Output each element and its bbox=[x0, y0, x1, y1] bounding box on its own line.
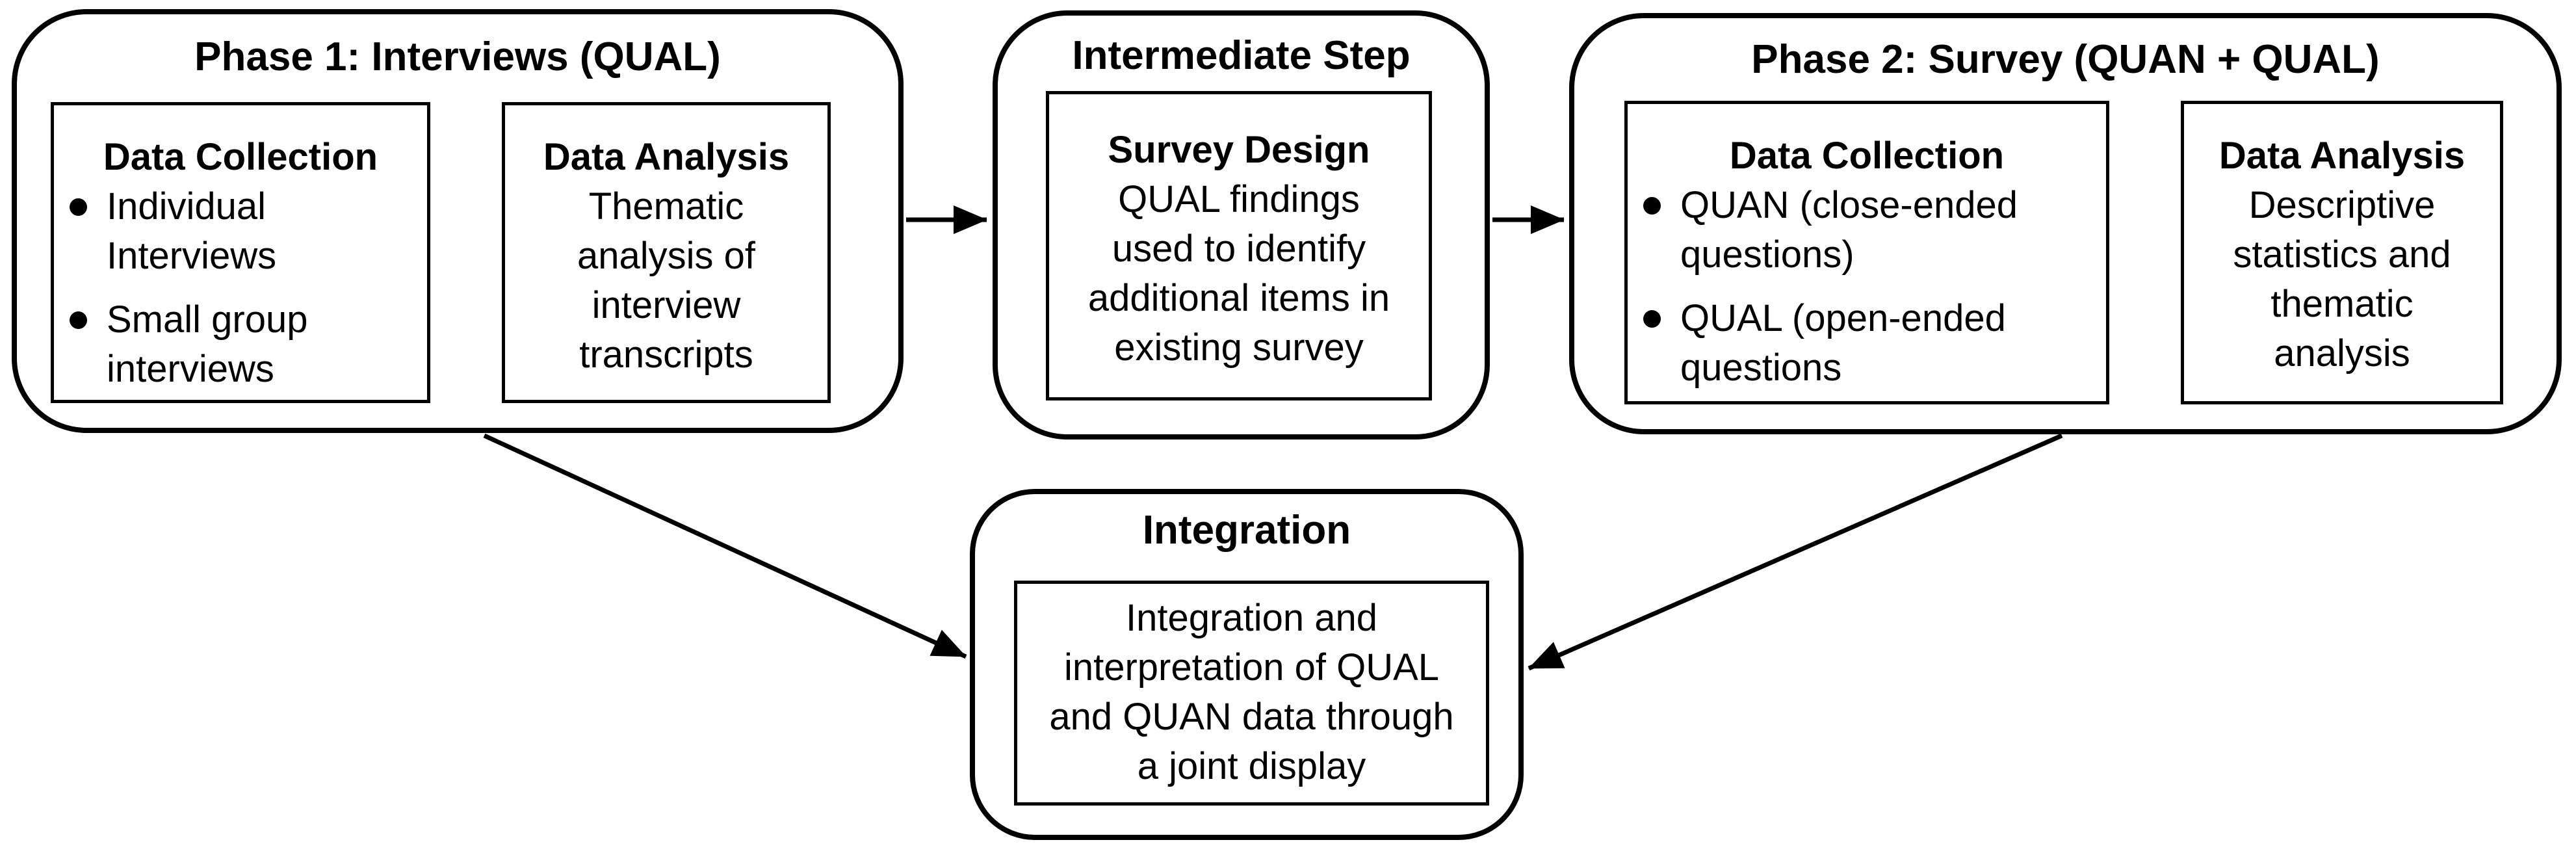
text-line: transcripts bbox=[579, 334, 753, 376]
phase2-data-collection-list: QUAN (close-ended questions) QUAL (open-e… bbox=[1628, 181, 2106, 393]
phase1-data-analysis-text: Thematic analysis of interview transcripts bbox=[505, 182, 827, 380]
text-line: interpretation of QUAL bbox=[1063, 646, 1440, 689]
survey-design-text: QUAL findings used to identify additional … bbox=[1049, 175, 1429, 373]
text-line: QUAN (close-ended bbox=[1680, 184, 2018, 226]
bullet-dot bbox=[70, 198, 87, 216]
list-item: Small group interviews bbox=[70, 295, 417, 394]
text-line: Thematic bbox=[588, 185, 744, 228]
phase2-data-analysis-box: Data Analysis Descriptive statistics and t… bbox=[2181, 101, 2503, 404]
phase2-title: Phase 2: Survey (QUAN + QUAL) bbox=[1751, 37, 2380, 82]
text-line: thematic bbox=[2270, 283, 2413, 325]
text-line: QUAL (open-ended bbox=[1680, 297, 2006, 339]
bullet-text: QUAL (open-ended questions bbox=[1680, 294, 2006, 393]
text-line: existing survey bbox=[1114, 326, 1364, 369]
bullet-text: QUAN (close-ended questions) bbox=[1680, 181, 2018, 280]
text-line: Integration and bbox=[1126, 597, 1377, 639]
integration-text: Integration and interpretation of QUAL and… bbox=[1017, 594, 1486, 791]
survey-design-title: Survey Design bbox=[1108, 129, 1370, 171]
integration-box: Integration and interpretation of QUAL and… bbox=[1014, 581, 1489, 806]
phase2-container: Phase 2: Survey (QUAN + QUAL) Data Colle… bbox=[1569, 13, 2562, 434]
phase1-title: Phase 1: Interviews (QUAL) bbox=[194, 34, 721, 79]
phase1-container: Phase 1: Interviews (QUAL) Data Collecti… bbox=[12, 9, 904, 433]
text-line: and QUAN data through bbox=[1049, 696, 1454, 738]
phase2-data-analysis-title: Data Analysis bbox=[2218, 135, 2465, 177]
intermediate-step-container: Intermediate Step Survey Design QUAL fin… bbox=[993, 10, 1490, 440]
phase2-data-collection-box: Data Collection QUAN (close-ended questio… bbox=[1624, 101, 2109, 404]
arrow-phase1-to-integration bbox=[483, 433, 967, 659]
text-line: a joint display bbox=[1137, 745, 1366, 787]
phase1-data-collection-title: Data Collection bbox=[103, 136, 378, 178]
text-line: questions) bbox=[1680, 233, 1854, 276]
intermediate-step-title: Intermediate Step bbox=[1072, 33, 1411, 78]
bullet-dot bbox=[1643, 197, 1661, 215]
text-line: used to identify bbox=[1112, 228, 1366, 270]
text-line: interview bbox=[592, 284, 741, 326]
text-line: additional items in bbox=[1087, 277, 1390, 319]
phase1-data-analysis-box: Data Analysis Thematic analysis of intervi… bbox=[502, 102, 831, 403]
arrow-phase2-to-integration bbox=[1528, 433, 2063, 671]
list-item: QUAN (close-ended questions) bbox=[1643, 181, 2096, 280]
text-line: Descriptive bbox=[2248, 184, 2436, 226]
text-line: analysis of bbox=[577, 235, 756, 277]
text-line: questions bbox=[1680, 347, 1842, 389]
text-line: interviews bbox=[107, 348, 274, 390]
text-line: analysis bbox=[2274, 332, 2410, 374]
text-line: Individual bbox=[107, 185, 267, 228]
integration-title: Integration bbox=[1142, 508, 1351, 553]
bullet-text: Small group interviews bbox=[107, 295, 307, 394]
bullet-dot bbox=[70, 311, 87, 329]
bullet-dot bbox=[1643, 310, 1661, 328]
text-line: Interviews bbox=[107, 235, 277, 277]
integration-container: Integration Integration and interpretatio… bbox=[970, 489, 1524, 840]
text-line: statistics and bbox=[2233, 233, 2451, 276]
text-line: QUAL findings bbox=[1118, 178, 1360, 220]
survey-design-box: Survey Design QUAL findings used to ident… bbox=[1046, 91, 1432, 400]
text-line: Small group bbox=[107, 298, 308, 341]
list-item: QUAL (open-ended questions bbox=[1643, 294, 2096, 393]
phase1-data-analysis-title: Data Analysis bbox=[543, 136, 790, 178]
phase2-data-analysis-text: Descriptive statistics and thematic analysi… bbox=[2184, 181, 2500, 378]
phase2-data-collection-title: Data Collection bbox=[1729, 135, 2005, 177]
